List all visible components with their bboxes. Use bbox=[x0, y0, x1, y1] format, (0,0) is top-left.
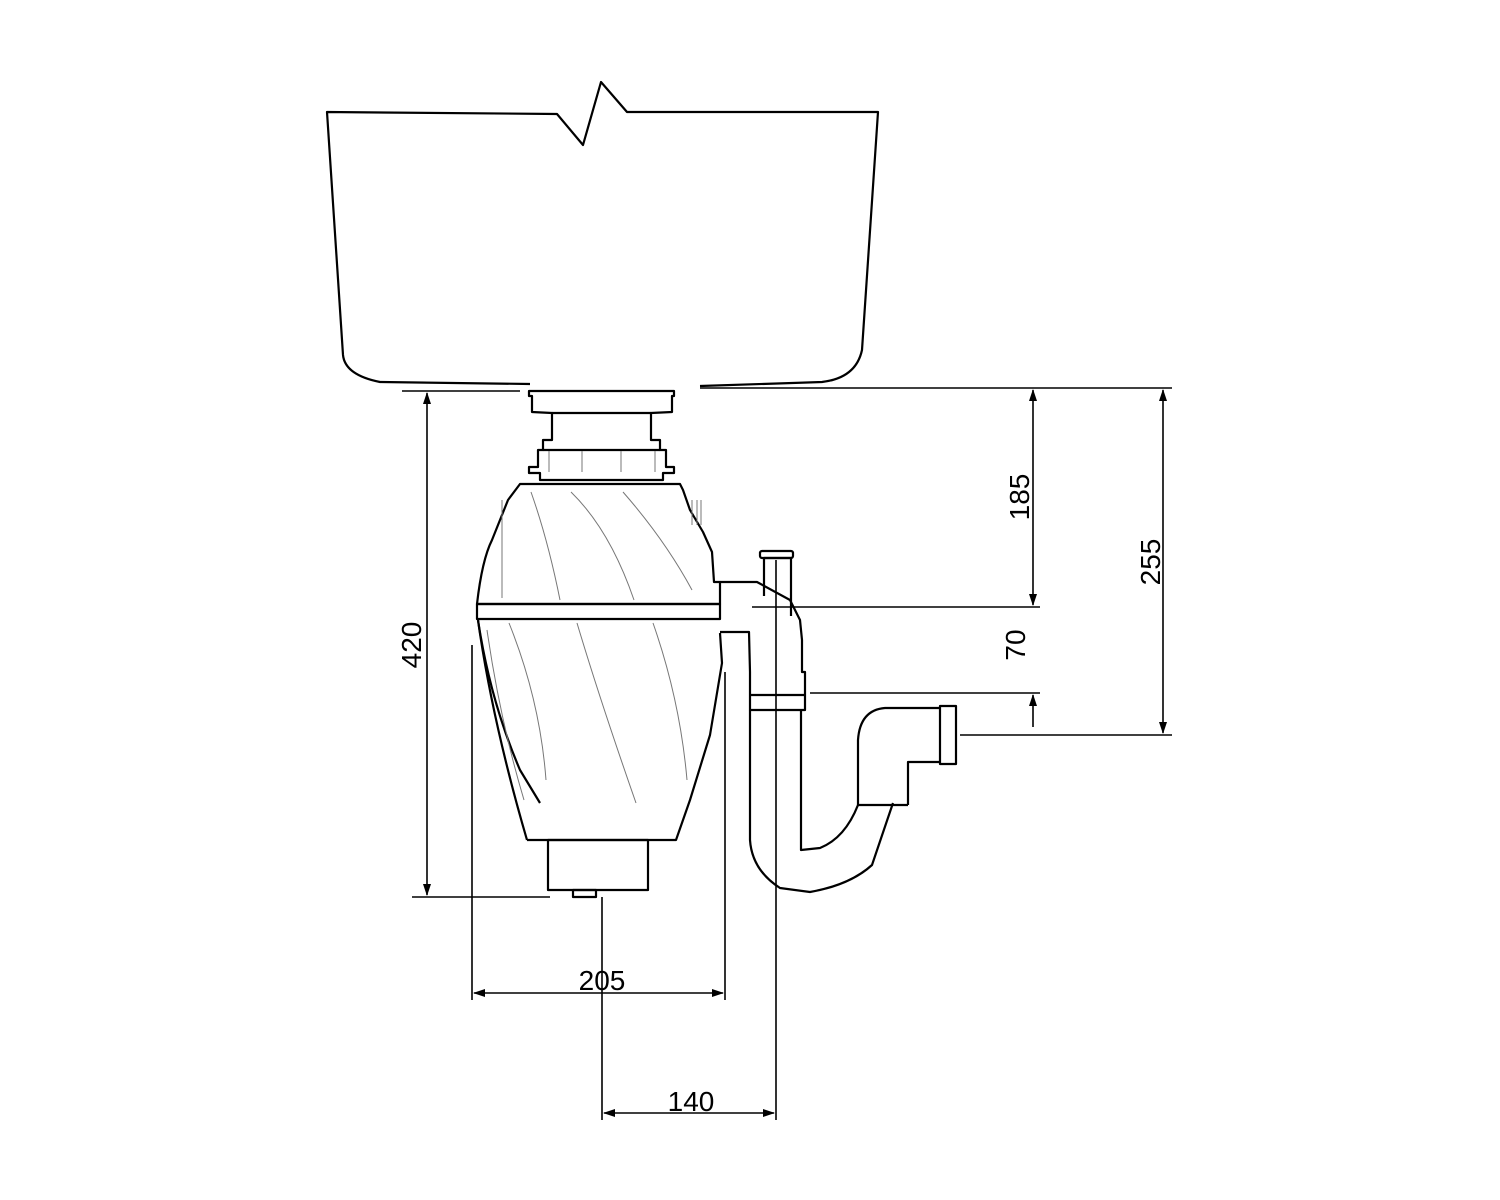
sink-flange-mount bbox=[527, 389, 676, 482]
drain-nub bbox=[571, 888, 598, 899]
dim-label-255: 255 bbox=[1135, 539, 1166, 586]
dim-label-420: 420 bbox=[396, 622, 427, 669]
bottom-cover bbox=[546, 838, 650, 892]
disposer-unit bbox=[475, 389, 724, 899]
body-band bbox=[475, 602, 722, 621]
drain-pipes bbox=[720, 549, 958, 894]
vent-cap bbox=[758, 549, 795, 560]
dim-label-140: 140 bbox=[668, 1086, 715, 1117]
dim-label-70: 70 bbox=[1000, 629, 1031, 660]
trap-outer bbox=[748, 710, 895, 894]
upper-body bbox=[475, 482, 722, 606]
trap-inner bbox=[799, 710, 860, 852]
sink-basin bbox=[325, 80, 880, 388]
outlet-elbow bbox=[720, 580, 807, 712]
trap-outlet-flange bbox=[938, 704, 958, 766]
trap-elbow bbox=[856, 706, 940, 807]
dim-label-185: 185 bbox=[1004, 474, 1035, 521]
dim-label-205: 205 bbox=[579, 965, 626, 996]
dimension-lines bbox=[402, 387, 1172, 1120]
